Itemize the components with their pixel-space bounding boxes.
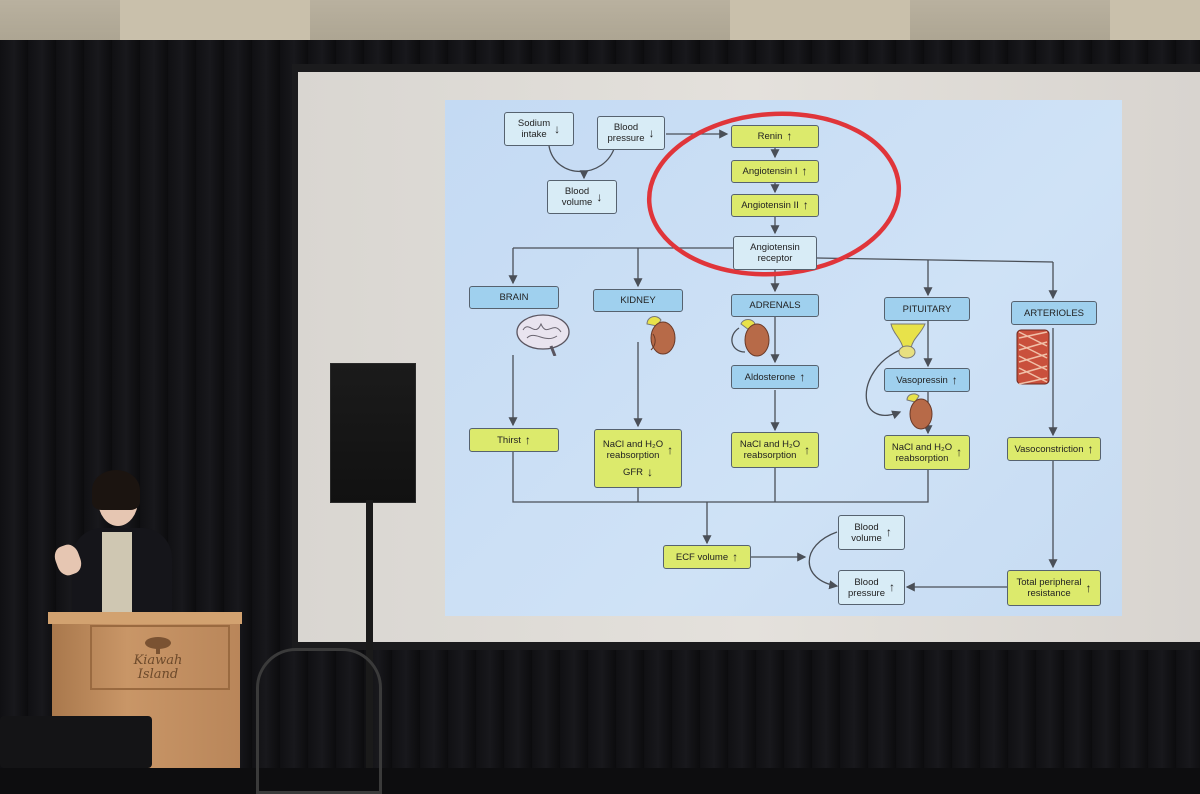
podium-panel — [90, 625, 230, 690]
arrow-up-icon: ↑ — [799, 369, 806, 384]
label-brain: BRAIN — [499, 292, 529, 303]
label-angiotensin-receptor: Angiotensin receptor — [750, 242, 800, 264]
label-blood-volume: Blood volume — [851, 521, 882, 544]
box-blood-volume-bottom: Blood volume↑ — [838, 515, 905, 550]
label-arterioles: ARTERIOLES — [1023, 307, 1084, 319]
presenter-shirt — [102, 532, 132, 612]
box-blood-pressure-bottom: Blood pressure↑ — [838, 570, 905, 605]
stair-railing — [256, 648, 382, 794]
adrenal-kidney-icon — [731, 319, 770, 357]
box-brain: BRAIN — [469, 286, 559, 309]
label-sodium-intake: Sodium intake — [517, 118, 551, 140]
label-blood-pressure: Blood pressure — [848, 576, 885, 599]
label-angiotensin-i: Angiotensin I — [742, 166, 798, 177]
label-vasopressin: Vasopressin — [896, 374, 948, 386]
arrow-up-icon: ↑ — [951, 372, 958, 387]
arrow-up-icon: ↑ — [1085, 580, 1092, 595]
podium-logo: Kiawah Island — [118, 636, 198, 682]
box-angiotensin-i: Angiotensin I↑ — [731, 160, 819, 183]
arrow-up-icon: ↑ — [804, 442, 811, 457]
kidney-icon — [906, 393, 933, 430]
connector-lines — [508, 111, 1058, 592]
box-vasoconstriction: Vasoconstriction↑ — [1007, 437, 1101, 461]
box-total-peripheral-resistance: Total peripheral resistance↑ — [1007, 570, 1101, 606]
box-arterioles: ARTERIOLES — [1011, 301, 1097, 325]
box-vasopressin: Vasopressin↑ — [884, 368, 970, 392]
arrow-up-icon: ↑ — [888, 580, 895, 594]
box-thirst: Thirst↑ — [469, 428, 559, 452]
label-kidney: KIDNEY — [620, 295, 656, 306]
arrow-up-icon: ↑ — [801, 164, 808, 178]
arrow-down-icon: ↓ — [647, 465, 654, 479]
highlight-circle — [646, 111, 902, 277]
label-gfr: GFR — [622, 467, 644, 478]
slide-raas-diagram: Sodium intake↓ Blood pressure↓ Blood vol… — [445, 100, 1122, 616]
podium-top — [48, 612, 242, 624]
box-kidney-reabsorption-gfr: NaCl and H₂O reabsorption↑ GFR↓ — [594, 429, 682, 488]
box-adrenals: ADRENALS — [731, 294, 819, 317]
arrow-up-icon: ↑ — [956, 445, 963, 459]
box-pituitary-reabsorption: NaCl and H₂O reabsorption↑ — [884, 435, 970, 470]
box-adrenal-reabsorption: NaCl and H₂O reabsorption↑ — [731, 432, 819, 468]
box-angiotensin-ii: Angiotensin II↑ — [731, 194, 819, 217]
label-thirst: Thirst — [497, 434, 521, 446]
box-pituitary: PITUITARY — [884, 297, 970, 321]
arrow-down-icon: ↓ — [554, 121, 561, 136]
box-blood-pressure-top: Blood pressure↓ — [597, 116, 665, 150]
speaker-stand — [366, 500, 373, 768]
label-adrenals: ADRENALS — [749, 300, 801, 311]
presenter-hair — [92, 470, 140, 510]
arrow-up-icon: ↑ — [1087, 441, 1094, 456]
arrow-up-icon: ↑ — [667, 442, 674, 457]
label-blood-pressure: Blood pressure — [607, 122, 645, 144]
label-nacl-h2o-reabsorption: NaCl and H₂O reabsorption — [891, 441, 953, 464]
label-nacl-h2o-reabsorption: NaCl and H₂O reabsorption — [739, 439, 801, 461]
label-total-peripheral-resistance: Total peripheral resistance — [1016, 577, 1082, 599]
artery-icon — [1016, 329, 1050, 385]
label-ecf-volume: ECF volume — [675, 551, 729, 563]
arrow-down-icon: ↓ — [596, 189, 603, 204]
arrow-up-icon: ↑ — [732, 549, 739, 564]
connector-merge-bottom — [512, 452, 929, 503]
arrow-up-icon: ↑ — [786, 129, 793, 143]
arrow-up-icon: ↑ — [885, 525, 892, 539]
podium-logo-text: Kiawah Island — [133, 653, 183, 682]
box-kidney: KIDNEY — [593, 289, 683, 312]
box-renin: Renin↑ — [731, 125, 819, 148]
label-renin: Renin — [757, 131, 783, 142]
label-nacl-h2o-reabsorption: NaCl and H₂O reabsorption — [602, 439, 664, 461]
connector-bv-bp-loop — [808, 531, 839, 590]
label-vasoconstriction: Vasoconstriction — [1014, 443, 1084, 455]
tree-icon — [145, 637, 171, 654]
box-angiotensin-receptor: Angiotensin receptor — [733, 236, 817, 270]
label-blood-volume: Blood volume — [561, 186, 593, 208]
label-pituitary: PITUITARY — [902, 303, 952, 315]
brain-icon — [516, 314, 570, 356]
arrow-up-icon: ↑ — [524, 432, 531, 447]
loudspeaker — [330, 363, 416, 503]
arrow-down-icon: ↓ — [648, 125, 655, 140]
kidney-icon — [646, 316, 676, 355]
label-aldosterone: Aldosterone — [744, 371, 796, 383]
pituitary-gland-icon — [890, 323, 926, 359]
box-aldosterone: Aldosterone↑ — [731, 365, 819, 389]
arrow-up-icon: ↑ — [802, 198, 809, 212]
box-sodium-intake: Sodium intake↓ — [504, 112, 574, 146]
connector-pit-kidney-loop — [865, 349, 902, 420]
label-angiotensin-ii: Angiotensin II — [741, 200, 799, 211]
connector-branch-right — [816, 257, 1054, 263]
box-ecf-volume: ECF volume↑ — [663, 545, 751, 569]
box-blood-volume-top: Blood volume↓ — [547, 180, 617, 214]
foreground-object — [0, 716, 152, 768]
